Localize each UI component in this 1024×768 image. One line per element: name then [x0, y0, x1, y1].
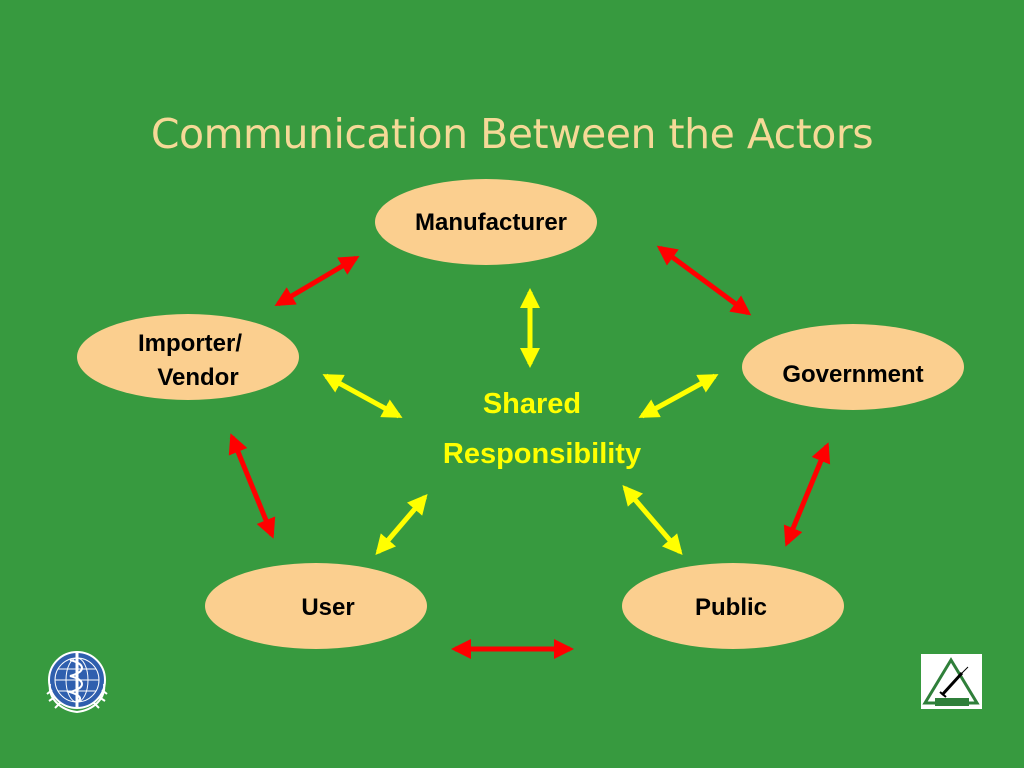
slide-title: Communication Between the Actors	[150, 110, 874, 158]
node-public-label: Public	[695, 594, 767, 621]
node-public-ellipse	[622, 563, 844, 649]
arrow-public-center	[622, 484, 683, 556]
node-manufacturer-ellipse	[375, 179, 597, 265]
red-arrows	[228, 245, 831, 659]
node-manufacturer-label: Manufacturer	[415, 209, 567, 236]
node-government-label: Government	[782, 361, 923, 388]
arrow-importer-user	[228, 433, 276, 539]
node-government-ellipse	[742, 324, 964, 410]
node-importer-vendor-label-line1: Importer/	[138, 330, 242, 357]
arrow-manufacturer-importer	[274, 255, 360, 307]
arrow-manufacturer-government	[656, 245, 752, 316]
node-user-ellipse	[205, 563, 427, 649]
node-importer-vendor: Importer/ Vendor	[77, 314, 299, 400]
center-label-line1: Shared	[483, 388, 581, 420]
node-manufacturer: Manufacturer	[375, 179, 597, 265]
center-shared-responsibility: Shared Responsibility	[443, 388, 641, 470]
who-emblem-icon	[46, 651, 108, 714]
node-user: User	[205, 563, 427, 649]
center-label-line2: Responsibility	[443, 438, 641, 470]
arrow-government-center	[638, 373, 719, 419]
arrow-user-center	[375, 493, 428, 556]
node-government: Government	[742, 324, 964, 410]
node-public: Public	[622, 563, 844, 649]
node-importer-vendor-label-line2: Vendor	[157, 364, 238, 391]
arrow-importer-center	[322, 373, 403, 419]
node-importer-vendor-ellipse	[77, 314, 299, 400]
yellow-arrows	[322, 288, 719, 556]
arrow-government-public	[783, 442, 831, 547]
sign-network-logo-icon	[921, 654, 982, 709]
node-user-label: User	[301, 594, 354, 621]
